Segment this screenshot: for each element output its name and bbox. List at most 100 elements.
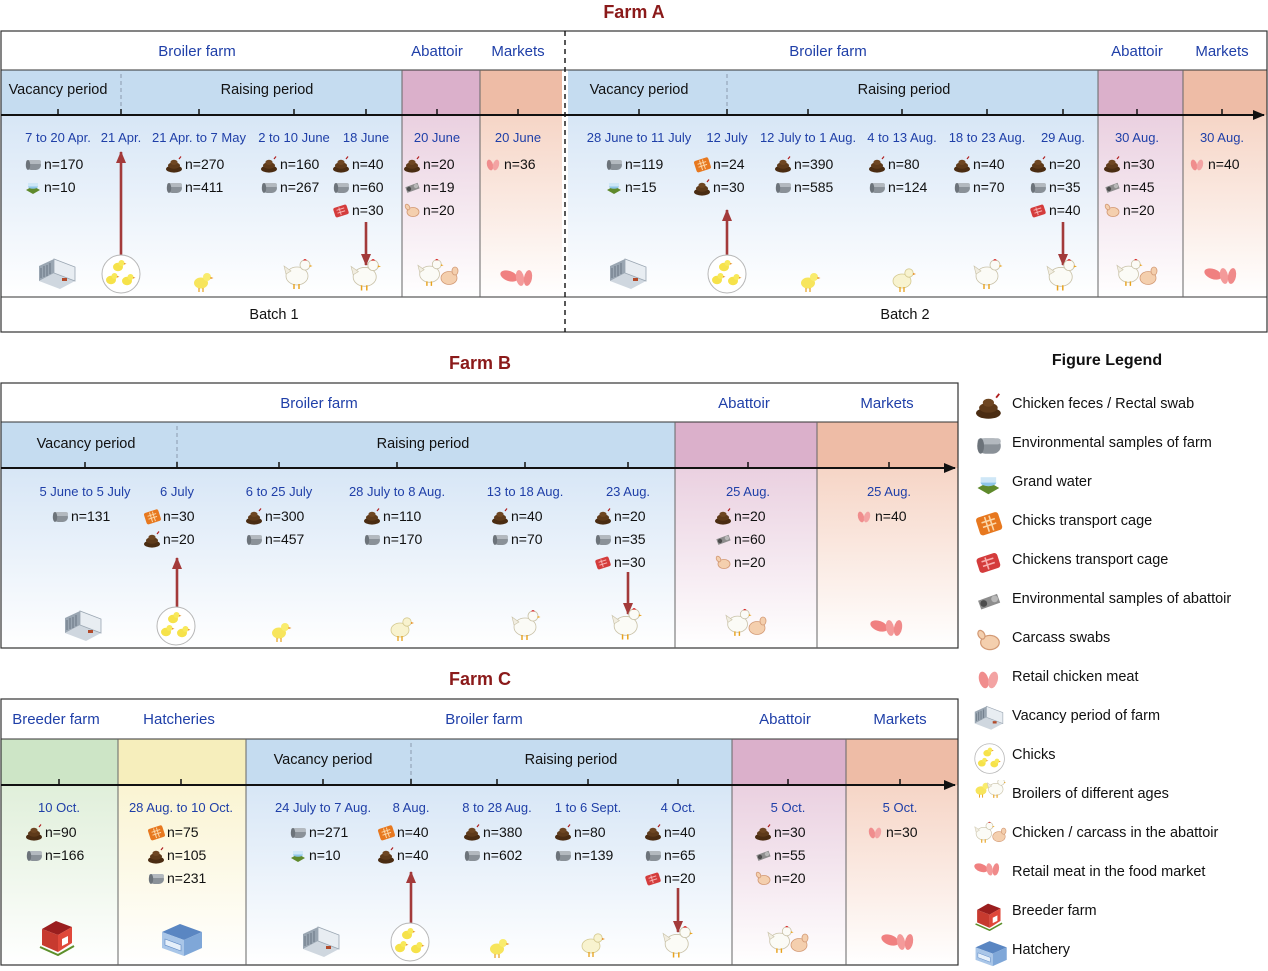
- broiler-icon: [973, 259, 1003, 289]
- period-band: [480, 70, 562, 115]
- chickens-cage-icon: [976, 553, 1001, 573]
- sample-count: n=110: [383, 508, 421, 524]
- feces-icon: [645, 824, 661, 841]
- sample-count: n=20: [774, 870, 806, 886]
- period-band: [1, 70, 402, 115]
- feces-icon: [1030, 156, 1046, 173]
- legend-label: Chickens transport cage: [1012, 552, 1169, 568]
- small-chick-icon: [490, 939, 510, 958]
- retail-meat-icon-glyph: [978, 671, 999, 689]
- sample-count: n=20: [423, 156, 455, 172]
- legend-label: Grand water: [1012, 474, 1092, 490]
- carcass-swab-icon: [715, 555, 731, 569]
- breeder-farm-icon-glyph: [975, 903, 1003, 931]
- feces-icon: [378, 847, 394, 864]
- sample-count: n=24: [713, 156, 745, 172]
- batch-label: Batch 2: [880, 307, 929, 323]
- legend-item: Environmental samples of farm: [966, 425, 1266, 464]
- date-label: 8 to 28 Aug.: [462, 800, 531, 815]
- sample-count: n=20: [614, 508, 646, 524]
- sample-band: [568, 115, 1098, 297]
- sample-count: n=300: [265, 508, 305, 524]
- young-bird-icon: [581, 933, 605, 957]
- chicks-cage-icon: [378, 825, 395, 841]
- chicks-cage-icon: [976, 512, 1003, 536]
- section-label: Markets: [491, 43, 544, 60]
- period-label: Raising period: [858, 82, 951, 98]
- farm-environment-icon: [1030, 183, 1046, 193]
- broiler-icon: [1046, 259, 1077, 291]
- sample-count: n=40: [875, 508, 907, 524]
- sample-count: n=20: [423, 202, 455, 218]
- sample-count: n=20: [664, 870, 696, 886]
- carcass-swab-icon: [1104, 203, 1120, 217]
- sample-count: n=20: [1123, 202, 1155, 218]
- sample-count: n=35: [1049, 179, 1081, 195]
- date-label: 30 Aug.: [1200, 130, 1244, 145]
- sample-count: n=124: [888, 179, 928, 195]
- market-meat-icon: [500, 270, 533, 286]
- legend-item: Chicken / carcass in the abattoir: [966, 815, 1266, 854]
- date-label: 12 July to 1 Aug.: [760, 130, 856, 145]
- period-label: Vacancy period: [590, 82, 689, 98]
- date-label: 28 July to 8 Aug.: [349, 484, 445, 499]
- chicks-icon: [390, 922, 430, 962]
- abattoir-environment-icon-glyph: [978, 593, 1001, 610]
- sample-count: n=411: [185, 179, 223, 195]
- chickens-cage-icon: [595, 556, 611, 570]
- period-band: [402, 70, 480, 115]
- sample-count: n=30: [1123, 156, 1155, 172]
- hatchery-icon-glyph: [975, 941, 1007, 967]
- feces-icon: [954, 156, 970, 173]
- farm-b-title: Farm B: [449, 353, 511, 373]
- carcass-swab-icon-glyph: [977, 629, 1000, 651]
- chickens-cage-icon: [1030, 204, 1046, 218]
- sample-band: [817, 468, 958, 648]
- chicks-cage-icon-glyph: [976, 512, 1003, 536]
- feces-icon: [555, 824, 571, 841]
- feces-icon: [144, 531, 160, 548]
- date-label: 28 Aug. to 10 Oct.: [129, 800, 233, 815]
- period-band: [1, 739, 118, 785]
- date-label: 23 Aug.: [606, 484, 650, 499]
- sample-count: n=30: [886, 824, 918, 840]
- legend-item: Retail meat in the food market: [966, 854, 1266, 893]
- feces-icon: [404, 156, 420, 173]
- period-label: Raising period: [221, 82, 314, 98]
- sample-count: n=231: [167, 870, 207, 886]
- date-label: 25 Aug.: [867, 484, 911, 499]
- sample-count: n=166: [45, 847, 85, 863]
- date-label: 30 Aug.: [1115, 130, 1159, 145]
- date-label: 5 Oct.: [883, 800, 918, 815]
- sample-band: [1183, 115, 1267, 297]
- date-label: 7 to 20 Apr.: [25, 130, 91, 145]
- retail-meat-icon: [868, 827, 882, 839]
- sample-count: n=45: [1123, 179, 1155, 195]
- carcass-swab-icon: [977, 629, 1000, 651]
- farm-environment-icon: [645, 851, 661, 861]
- market-meat-icon: [870, 620, 903, 636]
- sample-count: n=271: [309, 824, 349, 840]
- sample-count: n=105: [167, 847, 207, 863]
- period-label: Raising period: [377, 436, 470, 452]
- sample-count: n=60: [734, 531, 766, 547]
- sample-count: n=30: [352, 202, 384, 218]
- feces-icon: [694, 179, 710, 196]
- section-label: Abattoir: [759, 711, 811, 728]
- farm-environment-icon: [775, 183, 791, 193]
- period-band: [246, 739, 732, 785]
- farm-environment-icon: [595, 535, 611, 545]
- date-label: 18 to 23 Aug.: [949, 130, 1026, 145]
- young-bird-icon: [390, 617, 414, 641]
- sample-count: n=380: [483, 824, 523, 840]
- feces-icon: [775, 156, 791, 173]
- sample-count: n=40: [511, 508, 543, 524]
- feces-icon: [261, 156, 277, 173]
- sample-count: n=40: [397, 824, 429, 840]
- abattoir-chicken-icon: [974, 821, 1007, 843]
- abattoir-environment-icon: [978, 593, 1001, 610]
- ground-water-icon: [977, 477, 1000, 495]
- market-meat-icon-glyph: [974, 863, 1000, 876]
